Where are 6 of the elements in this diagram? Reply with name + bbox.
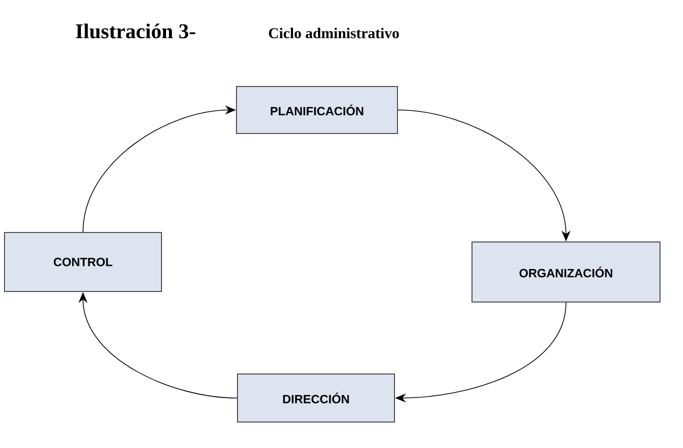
subtitle: Ciclo administrativo — [268, 28, 399, 38]
process-box: ORGANIZACIÓN — [472, 242, 660, 302]
process-box: PLANIFICACIÓN — [236, 86, 398, 134]
process-box: DIRECCIÓN — [237, 374, 395, 422]
process-box: CONTROL — [4, 232, 162, 292]
title: Ilustración 3- — [76, 24, 196, 38]
